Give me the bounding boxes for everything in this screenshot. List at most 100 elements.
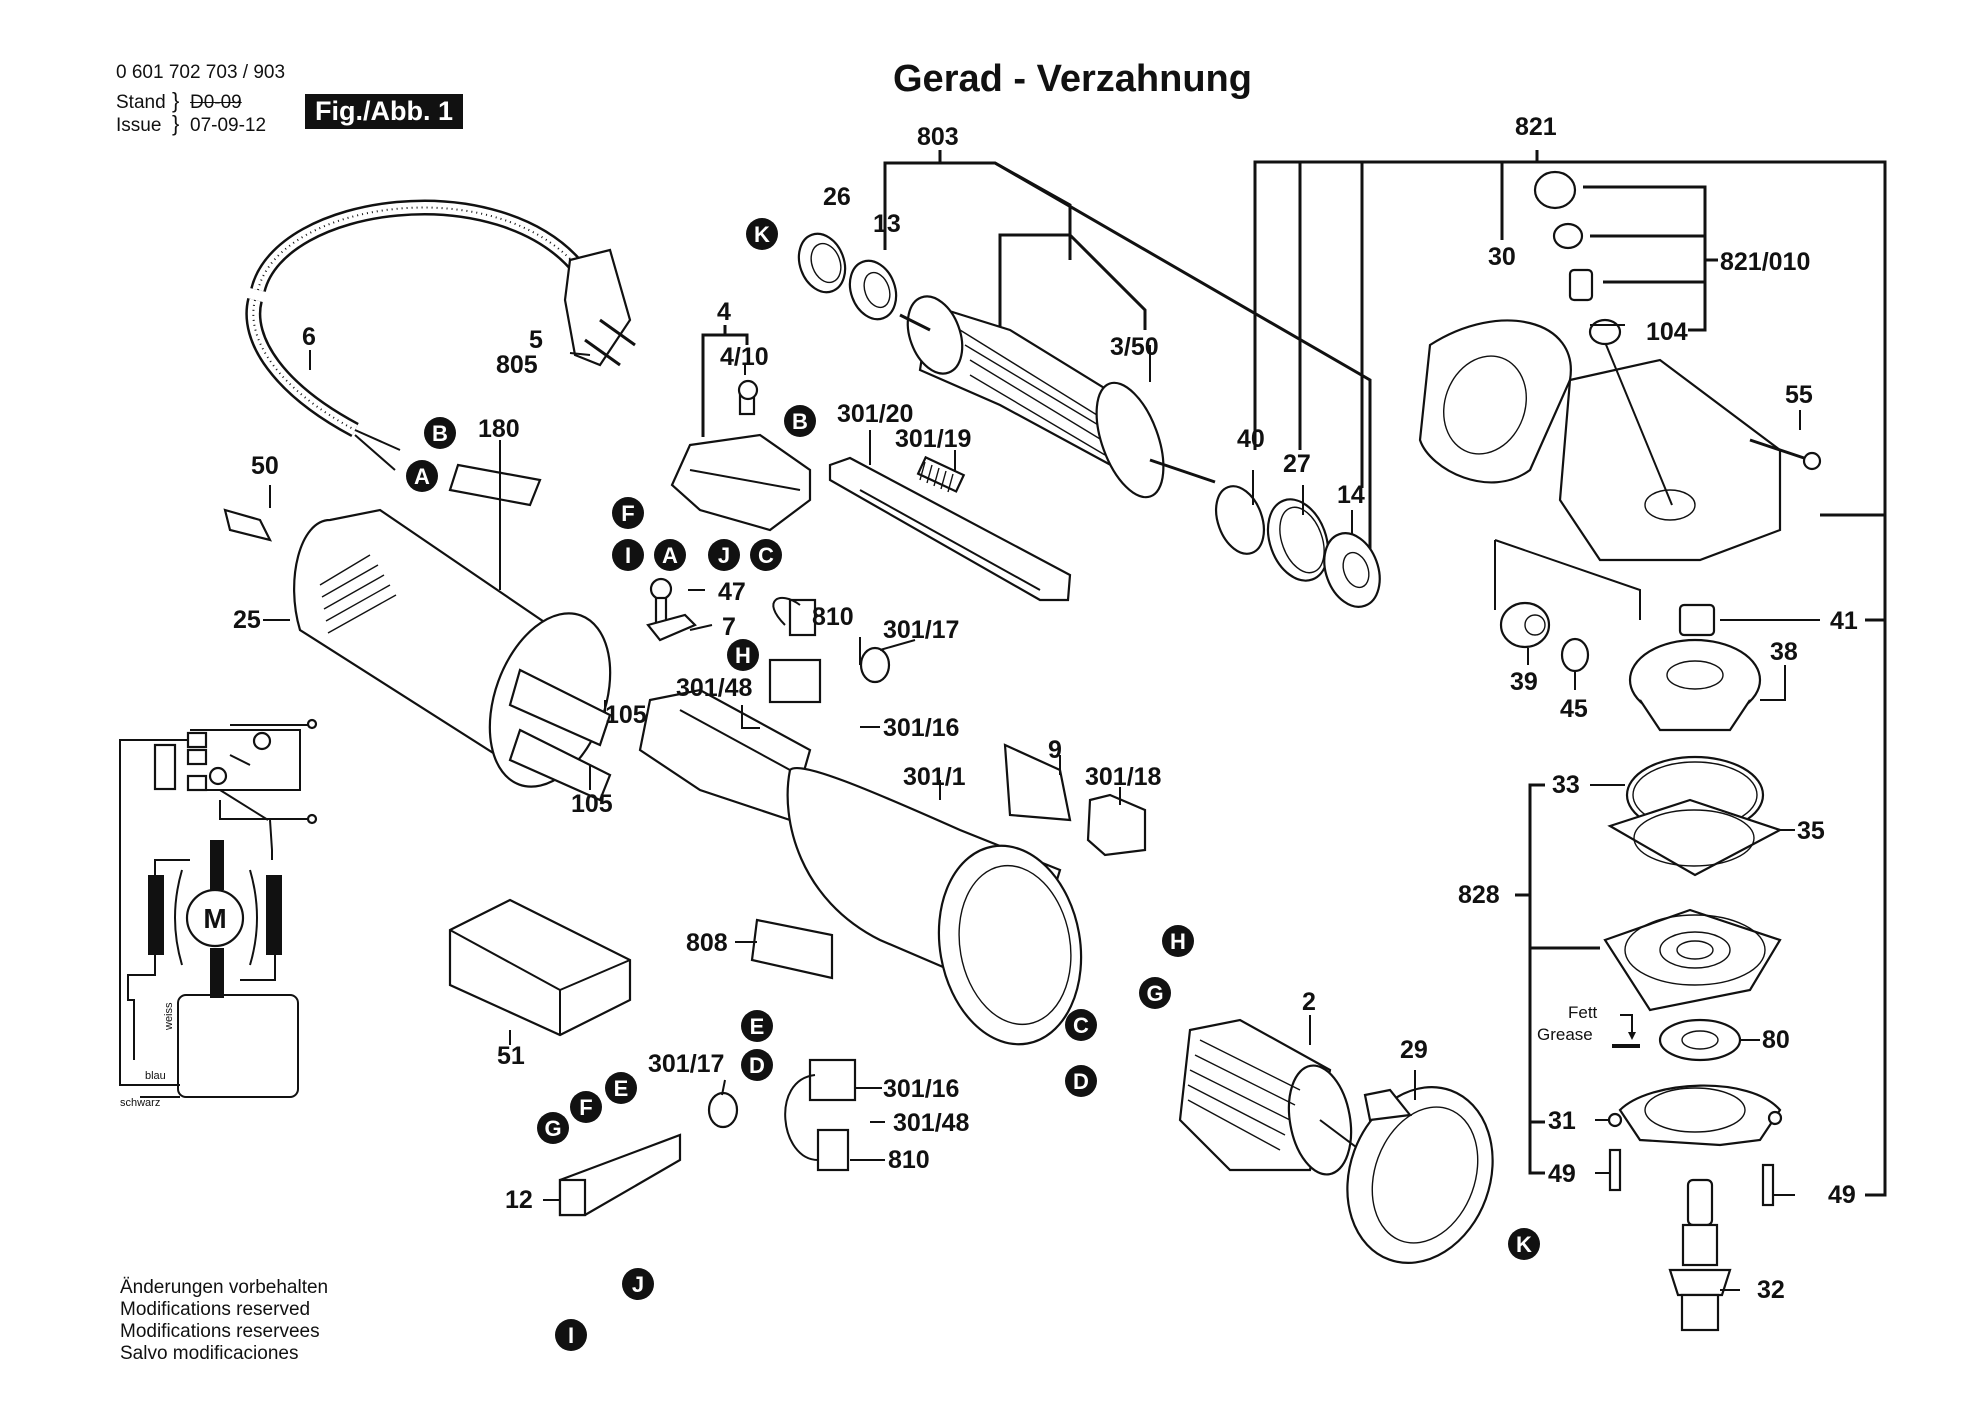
spindle-32 (1668, 1178, 1732, 1332)
washer-80 (1658, 1018, 1742, 1062)
part-label-31: 31 (1548, 1107, 1576, 1135)
part-label-14: 14 (1337, 481, 1365, 509)
issue-label: Issue (116, 115, 162, 136)
svg-text:B: B (792, 409, 808, 434)
brush-holder-bottom (707, 1058, 857, 1172)
connector-marker-a-switch: A (654, 539, 686, 571)
svg-text:D: D (749, 1053, 765, 1078)
label-9 (1003, 743, 1072, 822)
part-label-180: 180 (478, 415, 520, 443)
part-label-4-10: 4/10 (720, 343, 769, 371)
notice-es: Salvo modificaciones (120, 1343, 299, 1364)
part-label-301-18: 301/18 (1085, 763, 1162, 791)
housing-301-1 (786, 766, 1083, 1046)
part-label-49-right: 49 (1828, 1181, 1856, 1209)
notice-fr: Modifications reservees (120, 1321, 320, 1342)
brace-icon: } (172, 88, 180, 113)
svg-text:A: A (662, 543, 678, 568)
svg-text:K: K (1516, 1232, 1532, 1257)
part-label-41: 41 (1830, 607, 1858, 635)
part-label-2: 2 (1302, 988, 1316, 1016)
stand-row: Stand}D0-09 (116, 88, 266, 114)
brace-icon: } (172, 111, 180, 136)
bevel-gear-38 (1628, 638, 1762, 732)
grease-label-de: Fett (1568, 1003, 1598, 1022)
bracket-821-010 (1583, 185, 1718, 332)
part-labels: 803 821 26 13 30 821/010 104 6 5 805 4 4… (233, 113, 1858, 1304)
bearing-13 (848, 259, 898, 321)
figure-badge: Fig./Abb. 1 (305, 94, 463, 129)
wire-label-blue: blau (145, 1070, 166, 1082)
part-label-47: 47 (718, 578, 746, 606)
svg-text:K: K (754, 222, 770, 247)
connector-marker-f-switch: F (612, 497, 644, 529)
part-label-13: 13 (873, 210, 901, 238)
part-label-301-19: 301/19 (895, 425, 971, 453)
screw-55 (1749, 438, 1822, 471)
connector-marker-g-capacitor: G (537, 1112, 569, 1144)
part-label-3-50: 3/50 (1110, 333, 1159, 361)
leader-lines (263, 324, 1820, 1291)
connector-marker-k-top: K (746, 218, 778, 250)
connector-markers: K B A B F I A J C H E D H G C D G F E J … (406, 218, 1540, 1351)
wire-label-white: weiss (163, 1002, 175, 1031)
svg-text:C: C (1073, 1013, 1089, 1038)
part-label-4: 4 (717, 298, 731, 326)
svg-text:G: G (1146, 981, 1163, 1006)
part-label-301-17-top: 301/17 (883, 616, 959, 644)
brush-holder-top (768, 596, 891, 704)
pinion-39 (1499, 601, 1551, 649)
capacitor-51 (448, 898, 632, 1037)
part-label-105-upper: 105 (605, 701, 647, 729)
guard-30 (1418, 319, 1572, 484)
wiring-schematic: M blau schwarz weiss (119, 718, 318, 1109)
part-label-803: 803 (917, 123, 959, 151)
part-label-38: 38 (1770, 638, 1798, 666)
retaining-ring-40 (1215, 485, 1265, 555)
connector-marker-h-field: H (1162, 925, 1194, 957)
connector-marker-a-cord: A (406, 460, 438, 492)
connector-marker-c-field: C (1065, 1009, 1097, 1041)
gear-housing (1494, 329, 1782, 620)
notice-de: Änderungen vorbehalten (120, 1277, 329, 1298)
part-label-35: 35 (1797, 817, 1825, 845)
retaining-plate-31 (1607, 1084, 1783, 1147)
part-label-55: 55 (1785, 381, 1813, 409)
part-label-301-48-top: 301/48 (676, 674, 753, 702)
power-cord (245, 199, 587, 471)
motor-housing (223, 440, 612, 802)
part-label-105-lower: 105 (571, 790, 613, 818)
svg-text:B: B (432, 421, 448, 446)
motor-symbol-label: M (203, 903, 226, 934)
svg-text:H: H (1170, 929, 1186, 954)
part-label-33: 33 (1552, 771, 1580, 799)
connector-marker-i-bottom: I (555, 1319, 587, 1351)
connector-marker-e-capacitor: E (605, 1072, 637, 1104)
screw-47 (646, 577, 697, 642)
part-label-12: 12 (505, 1186, 533, 1214)
svg-text:G: G (544, 1116, 561, 1141)
svg-text:C: C (758, 543, 774, 568)
connector-marker-b-cord: B (424, 417, 456, 449)
part-label-49-left: 49 (1548, 1160, 1576, 1188)
svg-text:E: E (614, 1076, 629, 1101)
part-label-25: 25 (233, 606, 261, 634)
part-label-301-17-bottom: 301/17 (648, 1050, 724, 1078)
part-label-821-010: 821/010 (1720, 248, 1810, 276)
wire-label-black: schwarz (120, 1097, 160, 1109)
slide-switch-bar (828, 456, 1072, 602)
connector-marker-j-switch: J (708, 539, 740, 571)
spring-301-19 (916, 455, 966, 493)
part-label-80: 80 (1762, 1026, 1790, 1054)
part-label-5: 5 (529, 326, 543, 354)
part-label-810-top: 810 (812, 603, 854, 631)
connector-marker-d-field: D (1065, 1065, 1097, 1097)
switch-301-18 (1086, 793, 1147, 857)
connector-marker-f-capacitor: F (570, 1091, 602, 1123)
bracket-803 (883, 150, 1372, 600)
connector-marker-e-bottom: E (741, 1010, 773, 1042)
plug (563, 248, 636, 367)
part-label-50: 50 (251, 452, 279, 480)
connector-marker-d-bottom: D (741, 1049, 773, 1081)
